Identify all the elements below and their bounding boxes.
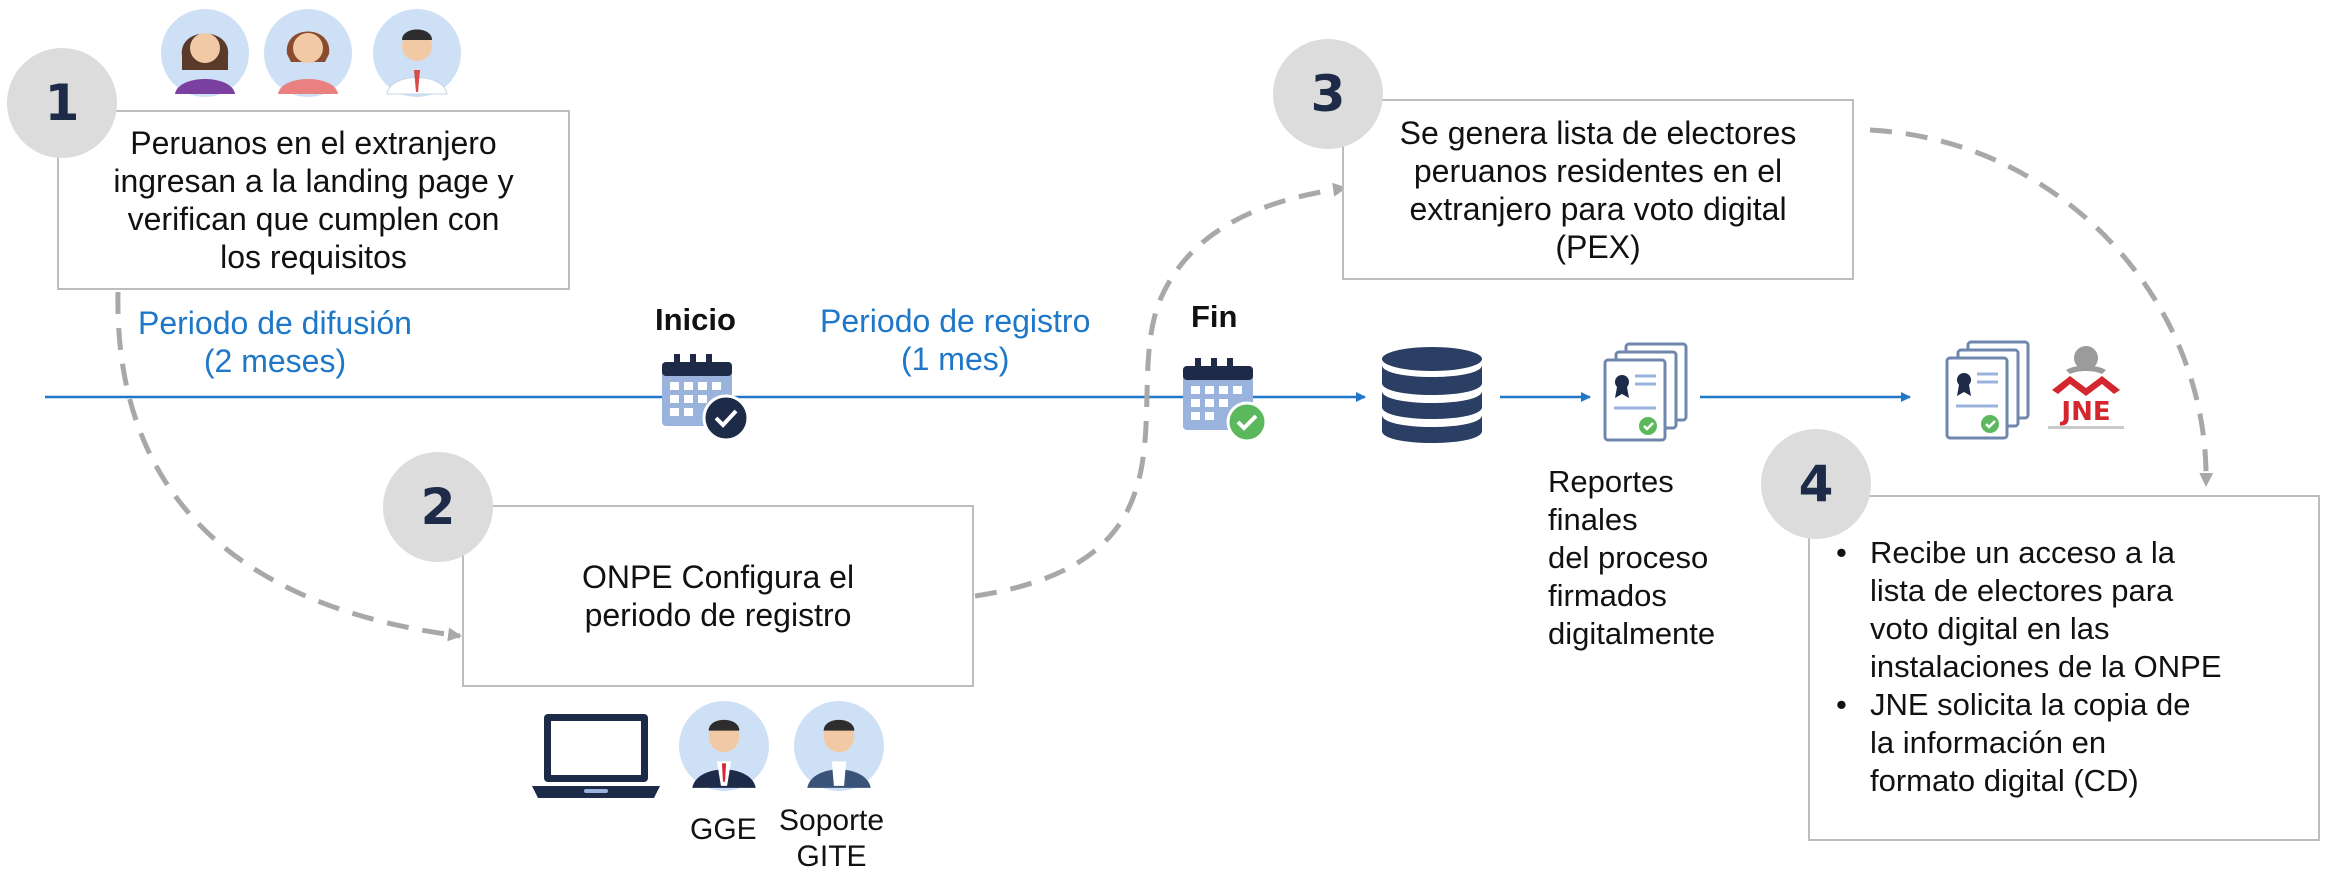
jne-logo-text: JNE bbox=[2059, 397, 2110, 427]
step4-number: 4 bbox=[1761, 429, 1871, 539]
reports-label: Reportes finales del proceso firmados di… bbox=[1548, 463, 1715, 653]
jne-logo: JNE bbox=[2048, 346, 2124, 429]
periodo-registro-label: Periodo de registro (1 mes) bbox=[820, 302, 1090, 378]
fin-label: Fin bbox=[1191, 299, 1238, 334]
step1-line-2: ingresan a la landing page y bbox=[113, 163, 514, 199]
step4-bullet-2: • JNE solicita la copia de la informació… bbox=[1830, 686, 2222, 800]
step1-line-3: verifican que cumplen con bbox=[127, 201, 500, 237]
reports-line-3: del proceso bbox=[1548, 540, 1709, 575]
periodo-registro-line-2: (1 mes) bbox=[900, 341, 1010, 377]
periodo-difusion-line-2: (2 meses) bbox=[203, 343, 347, 379]
man-avatar-icon bbox=[373, 9, 461, 97]
dashed-arrow-step2-to-step3 bbox=[974, 182, 1347, 599]
soporte-gite-label: Soporte GITE bbox=[779, 803, 884, 875]
step4-b1-line-1: Recibe un acceso a la bbox=[1870, 535, 2176, 570]
periodo-difusion-label: Periodo de difusión (2 meses) bbox=[138, 304, 412, 380]
step3-number: 3 bbox=[1273, 39, 1383, 149]
step4-box bbox=[1808, 495, 2320, 841]
step4-b2-line-2: la información en bbox=[1870, 725, 2107, 760]
inicio-label: Inicio bbox=[655, 302, 736, 337]
step4-bullet-1: • Recibe un acceso a la lista de elector… bbox=[1830, 534, 2222, 686]
step2-line-2: periodo de registro bbox=[584, 597, 852, 633]
step4-bullet-list: • Recibe un acceso a la lista de elector… bbox=[1830, 534, 2222, 800]
reports-line-2: finales bbox=[1548, 502, 1638, 537]
step4-b1-line-4: instalaciones de la ONPE bbox=[1870, 649, 2222, 684]
gge-label: GGE bbox=[690, 813, 757, 846]
step3-line-3: extranjero para voto digital bbox=[1409, 190, 1787, 227]
step1-line-1: Peruanos en el extranjero bbox=[130, 125, 497, 161]
reports-line-1: Reportes bbox=[1548, 464, 1674, 499]
calendar-check-icon bbox=[662, 354, 750, 442]
bullet-dot: • bbox=[1836, 687, 1847, 722]
step4-b2-line-3: formato digital (CD) bbox=[1870, 763, 2139, 798]
step2-box: ONPE Configura el periodo de registro bbox=[462, 505, 974, 687]
man-avatar-icon bbox=[794, 701, 884, 791]
calendar-check-green-icon bbox=[1183, 358, 1268, 443]
step4-b1-line-3: voto digital en las bbox=[1870, 611, 2110, 646]
step1-number: 1 bbox=[7, 48, 117, 158]
certificate-stack-icon bbox=[1603, 342, 1688, 442]
step2-number: 2 bbox=[383, 452, 493, 562]
step1-box: Peruanos en el extranjero ingresan a la … bbox=[57, 110, 570, 290]
dashed-arrow-step3-to-step4 bbox=[1869, 127, 2214, 487]
step1-line-4: los requisitos bbox=[220, 239, 407, 275]
woman-avatar-icon bbox=[161, 9, 249, 97]
step2-line-1: ONPE Configura el bbox=[581, 559, 855, 595]
periodo-registro-line-1: Periodo de registro bbox=[820, 303, 1091, 339]
periodo-difusion-line-1: Periodo de difusión bbox=[138, 305, 412, 341]
database-icon bbox=[1382, 347, 1482, 443]
reports-line-5: digitalmente bbox=[1548, 616, 1716, 651]
step3-line-2: peruanos residentes en el bbox=[1413, 152, 1783, 189]
laptop-icon bbox=[532, 714, 660, 798]
bullet-dot: • bbox=[1836, 535, 1847, 570]
step4-b2-line-1: JNE solicita la copia de bbox=[1870, 687, 2191, 722]
step4-b1-line-2: lista de electores para bbox=[1870, 573, 2174, 608]
soporte-line-1: Soporte bbox=[779, 804, 885, 837]
woman-avatar-icon bbox=[264, 9, 352, 97]
step3-line-4: (PEX) bbox=[1555, 228, 1641, 265]
reports-line-4: firmados bbox=[1548, 578, 1667, 613]
step3-box: Se genera lista de electores peruanos re… bbox=[1342, 99, 1854, 280]
step3-line-1: Se genera lista de electores bbox=[1399, 114, 1797, 151]
dashed-arrow-step1-to-step2 bbox=[115, 291, 462, 642]
man-suit-avatar-icon bbox=[679, 701, 769, 791]
soporte-line-2: GITE bbox=[796, 840, 867, 873]
certificate-stack-icon bbox=[1945, 340, 2030, 440]
